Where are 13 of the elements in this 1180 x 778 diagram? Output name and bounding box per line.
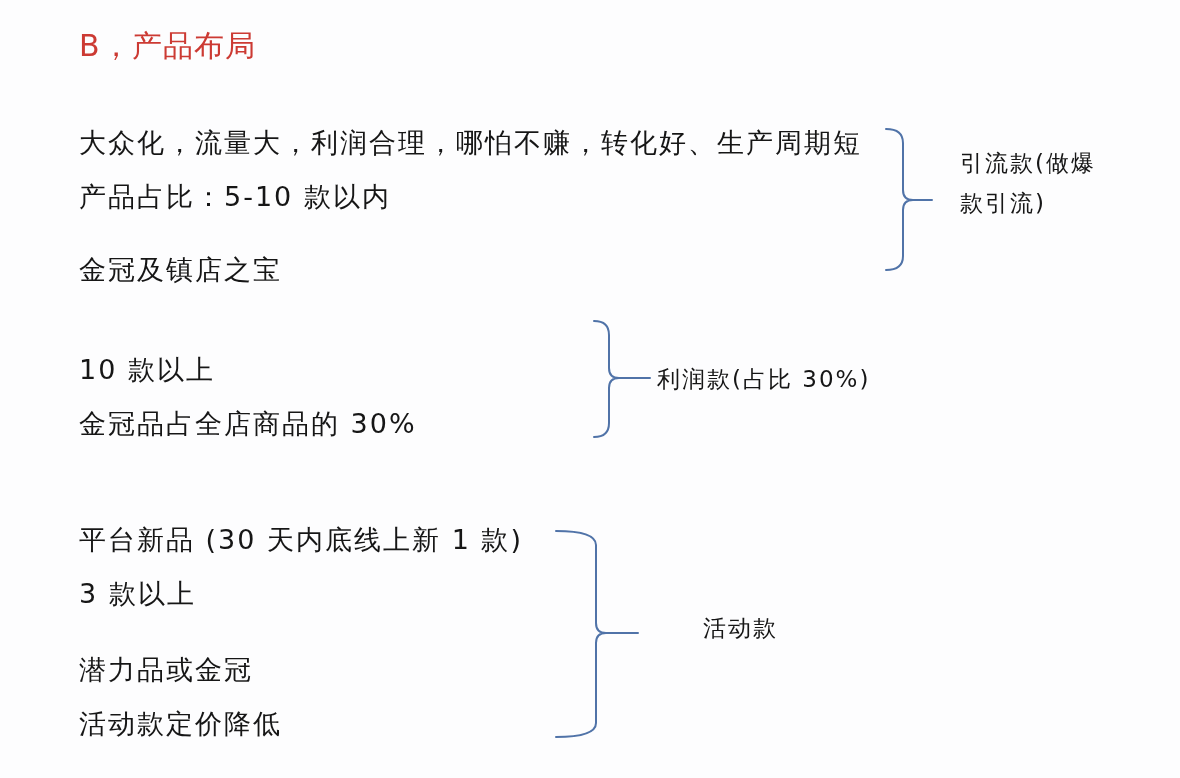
page-title: B，产品布局	[79, 28, 256, 64]
category-label: 引流款(做爆款引流)	[960, 149, 1097, 218]
item-text: 3 款以上	[79, 577, 196, 611]
category-label: 利润款(占比 30%)	[657, 365, 871, 394]
item-text: 金冠及镇店之宝	[79, 253, 282, 287]
category-label: 活动款	[703, 614, 778, 643]
item-text: 10 款以上	[79, 353, 215, 387]
item-text: 潜力品或金冠	[79, 653, 253, 687]
item-text: 大众化，流量大，利润合理，哪怕不赚，转化好、生产周期短	[79, 126, 862, 160]
item-text: 金冠品占全店商品的 30%	[79, 407, 417, 441]
item-text: 活动款定价降低	[79, 707, 282, 741]
item-text: 平台新品 (30 天内底线上新 1 款)	[79, 523, 523, 557]
item-text: 产品占比：5-10 款以内	[79, 180, 391, 214]
